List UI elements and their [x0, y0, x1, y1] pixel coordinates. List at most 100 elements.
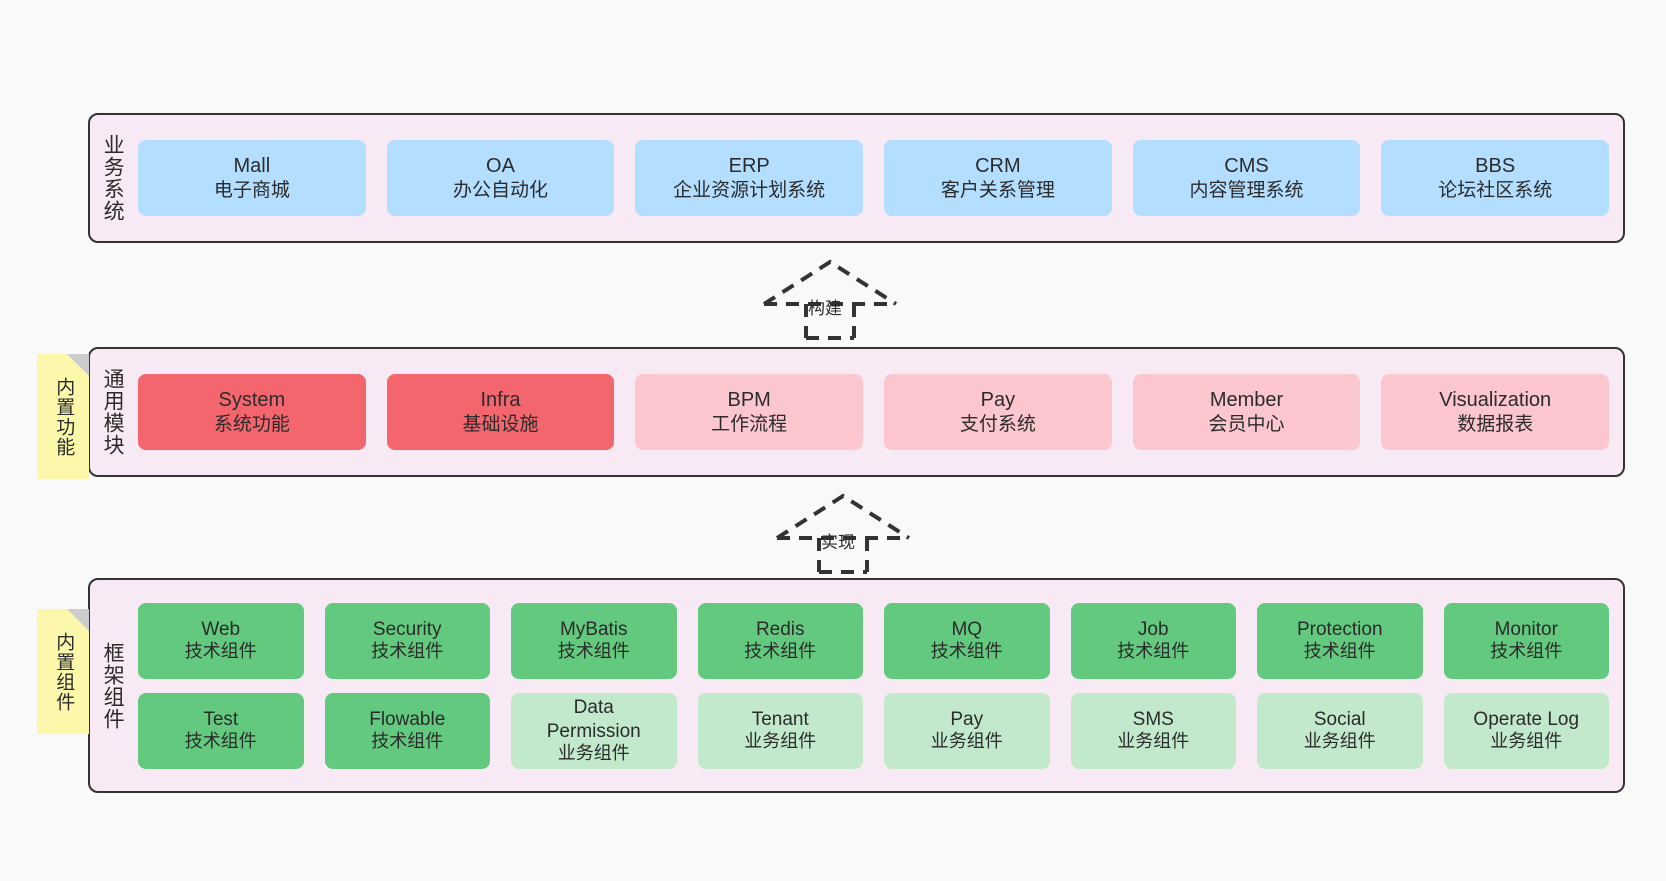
node-system-cn: 系统功能 — [213, 413, 290, 435]
framework-tech-row: Web 技术组件 Security 技术组件 MyBatis 技术组件 Redi… — [138, 602, 1609, 679]
layer-business-system-title: 业务系统 — [101, 134, 125, 222]
node-cms-en: CMS — [1224, 155, 1269, 178]
node-mq[interactable]: MQ 技术组件 — [884, 602, 1050, 679]
node-cms-cn: 内容管理系统 — [1189, 179, 1304, 201]
node-data-permission-cn: 业务组件 — [557, 742, 630, 763]
note-builtin-component-label: 内置组件 — [53, 631, 75, 712]
node-security[interactable]: Security 技术组件 — [324, 602, 490, 679]
node-mall-cn: 电子商城 — [213, 179, 290, 201]
node-protection[interactable]: Protection 技术组件 — [1257, 602, 1423, 679]
connector-build-label: 构建 — [808, 299, 842, 318]
node-pay-module[interactable]: Pay 支付系统 — [884, 374, 1112, 450]
node-member-cn: 会员中心 — [1208, 413, 1285, 435]
node-monitor-en: Monitor — [1494, 618, 1558, 640]
node-pay-component-en: Pay — [950, 708, 984, 730]
note-builtin-function: 内置功能 — [37, 354, 89, 479]
node-mq-en: MQ — [951, 618, 983, 640]
node-flowable-en: Flowable — [369, 708, 446, 730]
connector-implement: 实现 — [773, 492, 913, 574]
node-monitor-cn: 技术组件 — [1490, 641, 1563, 662]
layer-framework-component[interactable]: 框架组件 Web 技术组件 Security 技术组件 MyBatis 技术组件… — [88, 578, 1625, 793]
node-tenant[interactable]: Tenant 业务组件 — [697, 692, 863, 769]
layer-common-module[interactable]: 通用模块 System 系统功能 Infra 基础设施 BPM 工作流程 Pay… — [88, 347, 1625, 477]
node-infra-en: Infra — [480, 389, 521, 412]
node-security-cn: 技术组件 — [371, 641, 444, 662]
node-mybatis-en: MyBatis — [559, 618, 628, 640]
node-job-cn: 技术组件 — [1117, 641, 1190, 662]
node-member-en: Member — [1209, 389, 1284, 412]
node-oa[interactable]: OA 办公自动化 — [386, 140, 615, 216]
node-member[interactable]: Member 会员中心 — [1132, 374, 1361, 450]
node-pay-component-cn: 业务组件 — [930, 731, 1003, 752]
node-sms-en: SMS — [1132, 708, 1174, 730]
node-security-en: Security — [372, 618, 442, 640]
node-job-en: Job — [1137, 618, 1169, 640]
node-social-en: Social — [1313, 708, 1366, 730]
connector-implement-arrow — [775, 493, 911, 574]
layer-common-module-title: 通用模块 — [101, 368, 125, 456]
node-tenant-cn: 业务组件 — [744, 731, 817, 752]
node-monitor[interactable]: Monitor 技术组件 — [1443, 602, 1609, 679]
node-erp-cn: 企业资源计划系统 — [673, 179, 826, 201]
node-redis[interactable]: Redis 技术组件 — [697, 602, 863, 679]
node-bpm[interactable]: BPM 工作流程 — [635, 374, 864, 450]
node-protection-en: Protection — [1296, 618, 1383, 640]
node-flowable[interactable]: Flowable 技术组件 — [324, 692, 490, 769]
node-infra-cn: 基础设施 — [462, 413, 539, 435]
node-test-en: Test — [203, 708, 239, 730]
node-redis-en: Redis — [755, 618, 805, 640]
node-social-cn: 业务组件 — [1303, 731, 1376, 752]
node-infra[interactable]: Infra 基础设施 — [386, 374, 615, 450]
node-crm-cn: 客户关系管理 — [940, 179, 1055, 201]
node-erp[interactable]: ERP 企业资源计划系统 — [635, 140, 864, 216]
node-redis-cn: 技术组件 — [744, 641, 817, 662]
node-web[interactable]: Web 技术组件 — [138, 602, 304, 679]
node-visualization-en: Visualization — [1439, 389, 1552, 412]
node-visualization-cn: 数据报表 — [1457, 413, 1534, 435]
node-data-permission-en: Data Permission — [546, 697, 641, 742]
node-mall-en: Mall — [233, 155, 271, 178]
layer-business-system-body: Mall 电子商城 OA 办公自动化 ERP 企业资源计划系统 CRM 客户关系… — [134, 115, 1623, 241]
node-test-cn: 技术组件 — [184, 731, 257, 752]
node-protection-cn: 技术组件 — [1303, 641, 1376, 662]
node-mybatis-cn: 技术组件 — [557, 641, 630, 662]
node-bpm-cn: 工作流程 — [711, 413, 788, 435]
layer-framework-component-title: 框架组件 — [101, 641, 125, 730]
node-data-permission[interactable]: Data Permission 业务组件 — [511, 692, 677, 769]
node-oa-en: OA — [486, 155, 515, 178]
node-test[interactable]: Test 技术组件 — [138, 692, 304, 769]
business-system-row: Mall 电子商城 OA 办公自动化 ERP 企业资源计划系统 CRM 客户关系… — [138, 140, 1610, 216]
node-cms[interactable]: CMS 内容管理系统 — [1132, 140, 1361, 216]
node-sms-cn: 业务组件 — [1117, 731, 1190, 752]
connector-implement-label: 实现 — [821, 533, 855, 552]
node-oa-cn: 办公自动化 — [453, 179, 549, 201]
node-crm[interactable]: CRM 客户关系管理 — [884, 140, 1112, 216]
node-social[interactable]: Social 业务组件 — [1257, 692, 1423, 769]
node-crm-en: CRM — [975, 155, 1021, 178]
node-job[interactable]: Job 技术组件 — [1070, 602, 1236, 679]
framework-business-row: Test 技术组件 Flowable 技术组件 Data Permission … — [138, 692, 1609, 769]
node-pay-module-cn: 支付系统 — [959, 413, 1036, 435]
node-erp-en: ERP — [728, 155, 770, 178]
node-web-cn: 技术组件 — [184, 641, 257, 662]
layer-common-module-body: System 系统功能 Infra 基础设施 BPM 工作流程 Pay 支付系统… — [134, 349, 1623, 475]
common-module-row: System 系统功能 Infra 基础设施 BPM 工作流程 Pay 支付系统… — [138, 374, 1610, 450]
node-mybatis[interactable]: MyBatis 技术组件 — [511, 602, 677, 679]
layer-business-system[interactable]: 业务系统 Mall 电子商城 OA 办公自动化 ERP 企业资源计划系统 CRM… — [88, 113, 1625, 243]
node-sms[interactable]: SMS 业务组件 — [1070, 692, 1236, 769]
node-pay-module-en: Pay — [980, 389, 1016, 412]
node-system[interactable]: System 系统功能 — [138, 374, 366, 450]
node-operate-log-cn: 业务组件 — [1490, 731, 1563, 752]
node-operate-log[interactable]: Operate Log 业务组件 — [1443, 692, 1609, 769]
layer-framework-component-body: Web 技术组件 Security 技术组件 MyBatis 技术组件 Redi… — [134, 580, 1623, 791]
node-bbs[interactable]: BBS 论坛社区系统 — [1381, 140, 1610, 216]
node-visualization[interactable]: Visualization 数据报表 — [1381, 374, 1610, 450]
connector-build: 构建 — [760, 258, 900, 340]
node-pay-component[interactable]: Pay 业务组件 — [884, 692, 1050, 769]
node-mall[interactable]: Mall 电子商城 — [138, 140, 366, 216]
node-tenant-en: Tenant — [751, 708, 809, 730]
note-builtin-component: 内置组件 — [37, 609, 89, 734]
node-operate-log-en: Operate Log — [1473, 708, 1580, 730]
node-bpm-en: BPM — [727, 389, 771, 412]
node-mq-cn: 技术组件 — [930, 641, 1003, 662]
